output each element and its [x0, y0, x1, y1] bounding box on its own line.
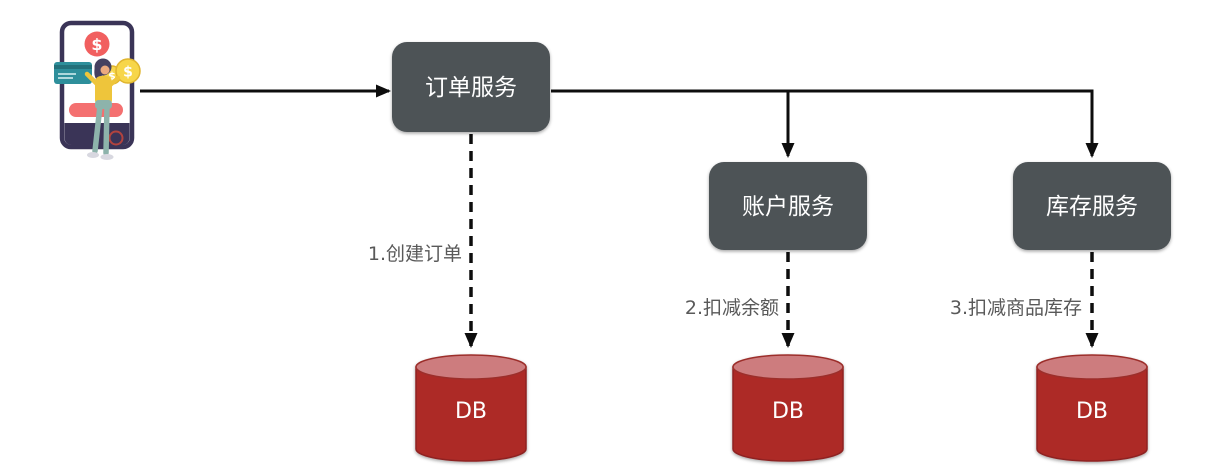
node-order-service: 订单服务 — [392, 42, 550, 132]
node-account-service: 账户服务 — [709, 162, 867, 250]
account-db-label: DB — [772, 399, 804, 424]
svg-text:$: $ — [123, 65, 133, 81]
account-service-label: 账户服务 — [742, 194, 834, 220]
database-cylinder-top — [1036, 354, 1148, 380]
edge-label-deduct-inventory: 3.扣减商品库存 — [950, 297, 1082, 319]
node-account-db: DB — [732, 354, 844, 462]
database-cylinder-icon — [1036, 366, 1148, 462]
node-inventory-service: 库存服务 — [1013, 162, 1171, 250]
order-service-label: 订单服务 — [425, 75, 517, 101]
database-cylinder-icon — [415, 366, 527, 462]
dollar-badge-symbol: $ — [91, 35, 102, 54]
coin-icon: $ — [115, 58, 141, 84]
arrow-order-to-inventory-service — [551, 89, 1099, 158]
database-cylinder-top — [732, 354, 844, 380]
database-cylinder-top — [415, 354, 527, 380]
dollar-badge-icon — [84, 31, 110, 57]
inventory-db-label: DB — [1076, 399, 1108, 424]
edge-label-create-order: 1.创建订单 — [368, 243, 462, 265]
credit-card-icon — [54, 62, 92, 84]
edge-label-deduct-balance: 2.扣减余额 — [685, 297, 779, 319]
node-inventory-db: DB — [1036, 354, 1148, 462]
phone-home-button-icon — [108, 130, 124, 146]
order-db-label: DB — [455, 399, 487, 424]
svg-text:$: $ — [108, 70, 116, 83]
database-cylinder-icon — [732, 366, 844, 462]
mobile-payment-user-icon: $ $ $ — [54, 20, 141, 160]
person-icon — [84, 58, 121, 160]
node-order-db: DB — [415, 354, 527, 462]
inventory-service-label: 库存服务 — [1046, 194, 1138, 220]
